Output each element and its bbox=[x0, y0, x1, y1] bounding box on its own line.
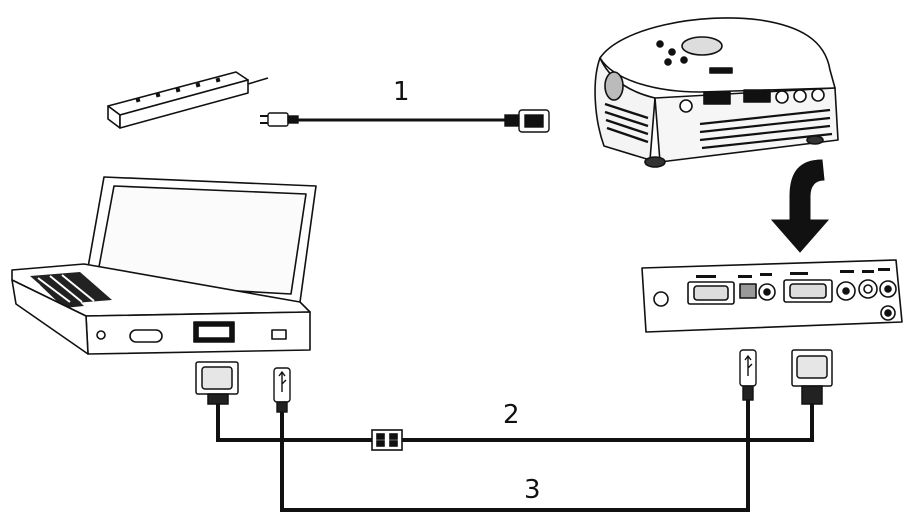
callout-1-label: 1 bbox=[393, 77, 410, 107]
vga-cable: 2 bbox=[195, 349, 833, 451]
callout-3-label: 3 bbox=[524, 475, 541, 505]
power-connector bbox=[504, 109, 550, 133]
power-cord: 1 bbox=[260, 77, 550, 133]
vga-connector-laptop bbox=[195, 361, 239, 405]
projector bbox=[594, 17, 839, 168]
laptop bbox=[11, 176, 317, 355]
projector-connector-panel bbox=[641, 259, 903, 333]
callout-2-label: 2 bbox=[503, 400, 520, 430]
ferrite-core bbox=[371, 429, 403, 451]
vga-connector-projector bbox=[791, 349, 833, 405]
power-strip bbox=[107, 71, 269, 129]
usb-plug-laptop bbox=[273, 367, 291, 413]
usb-plug-projector bbox=[739, 349, 757, 401]
power-plug bbox=[260, 112, 299, 127]
zoom-arrow bbox=[770, 159, 830, 253]
usb-cable: 3 bbox=[273, 349, 757, 512]
